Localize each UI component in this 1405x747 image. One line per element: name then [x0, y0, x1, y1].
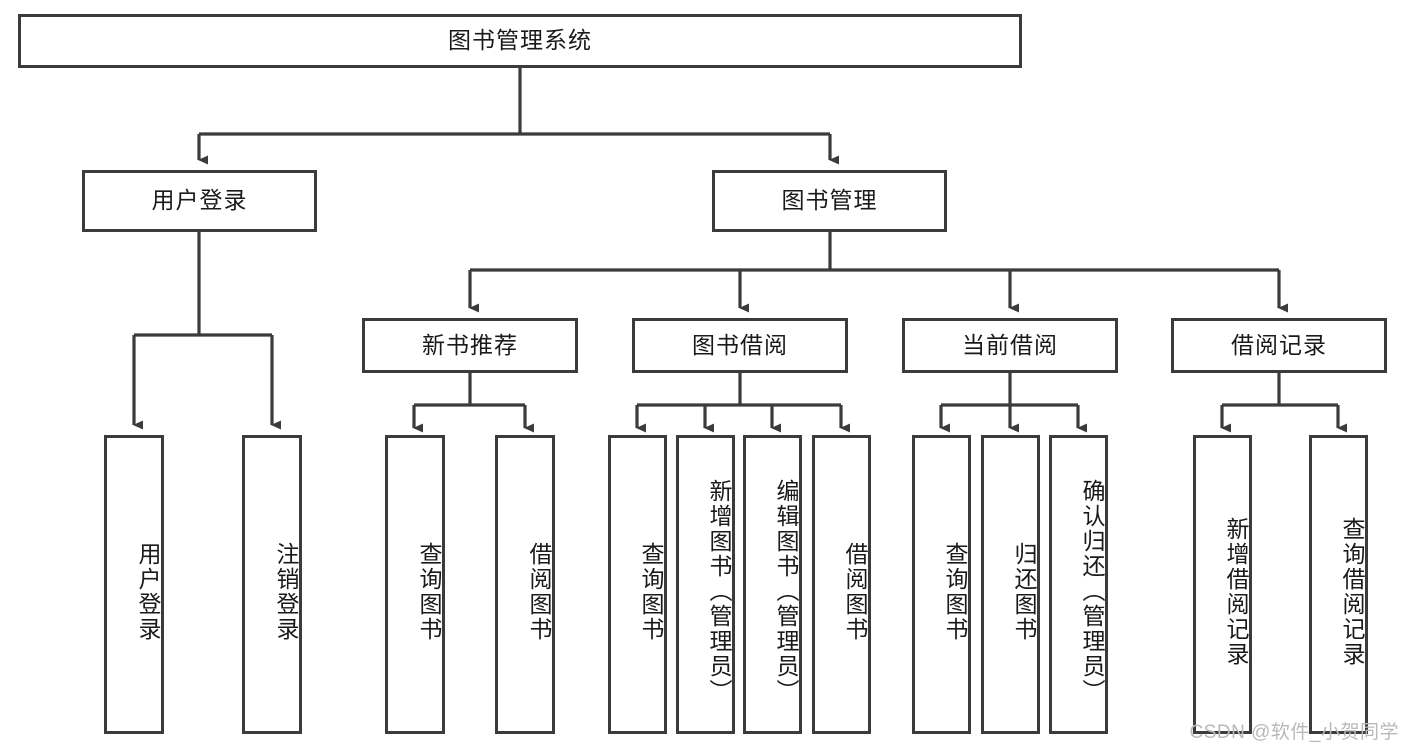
node-borrow-record[interactable]: 借阅记录 [1171, 318, 1387, 373]
node-root-system[interactable]: 图书管理系统 [18, 14, 1022, 68]
node-label: 编辑图书（管理员） [773, 479, 799, 704]
node-user-login[interactable]: 用户登录 [82, 170, 317, 232]
node-label: 借阅图书 [842, 541, 868, 642]
node-label: 查询图书 [638, 541, 664, 642]
node-label: 查询图书 [942, 541, 968, 642]
leaf-book-borrow-add[interactable]: 新增图书（管理员） [676, 435, 735, 734]
node-label: 归还图书 [1011, 541, 1037, 642]
node-label: 图书借阅 [692, 331, 788, 358]
leaf-current-borrow-confirm[interactable]: 确认归还（管理员） [1049, 435, 1108, 734]
leaf-user-login-login[interactable]: 用户登录 [104, 435, 164, 734]
leaf-book-borrow-query[interactable]: 查询图书 [608, 435, 667, 734]
leaf-borrow-record-add[interactable]: 新增借阅记录 [1193, 435, 1252, 734]
node-label: 用户登录 [151, 187, 248, 214]
leaf-borrow-record-query[interactable]: 查询借阅记录 [1309, 435, 1368, 734]
node-label: 注销登录 [273, 541, 299, 642]
leaf-book-borrow-edit[interactable]: 编辑图书（管理员） [743, 435, 802, 734]
node-new-book-recommend[interactable]: 新书推荐 [362, 318, 578, 373]
node-label: 图书管理 [781, 187, 878, 214]
node-current-borrow[interactable]: 当前借阅 [902, 318, 1118, 373]
node-book-management[interactable]: 图书管理 [712, 170, 947, 232]
node-label: 确认归还（管理员） [1079, 479, 1105, 704]
node-label: 当前借阅 [962, 331, 1058, 358]
leaf-book-borrow-borrow[interactable]: 借阅图书 [812, 435, 871, 734]
node-label: 新增借阅记录 [1223, 516, 1249, 667]
leaf-user-login-logout[interactable]: 注销登录 [242, 435, 302, 734]
node-label: 借阅图书 [526, 541, 552, 642]
node-label: 用户登录 [135, 541, 161, 642]
node-label: 查询借阅记录 [1339, 516, 1365, 667]
leaf-current-borrow-query[interactable]: 查询图书 [912, 435, 971, 734]
node-label: 新书推荐 [422, 331, 518, 358]
node-label: 图书管理系统 [448, 27, 592, 54]
leaf-new-book-query[interactable]: 查询图书 [385, 435, 445, 734]
leaf-current-borrow-return[interactable]: 归还图书 [981, 435, 1040, 734]
node-label: 新增图书（管理员） [706, 479, 732, 704]
node-label: 借阅记录 [1231, 331, 1327, 358]
leaf-new-book-borrow[interactable]: 借阅图书 [495, 435, 555, 734]
node-book-borrow[interactable]: 图书借阅 [632, 318, 848, 373]
node-label: 查询图书 [416, 541, 442, 642]
